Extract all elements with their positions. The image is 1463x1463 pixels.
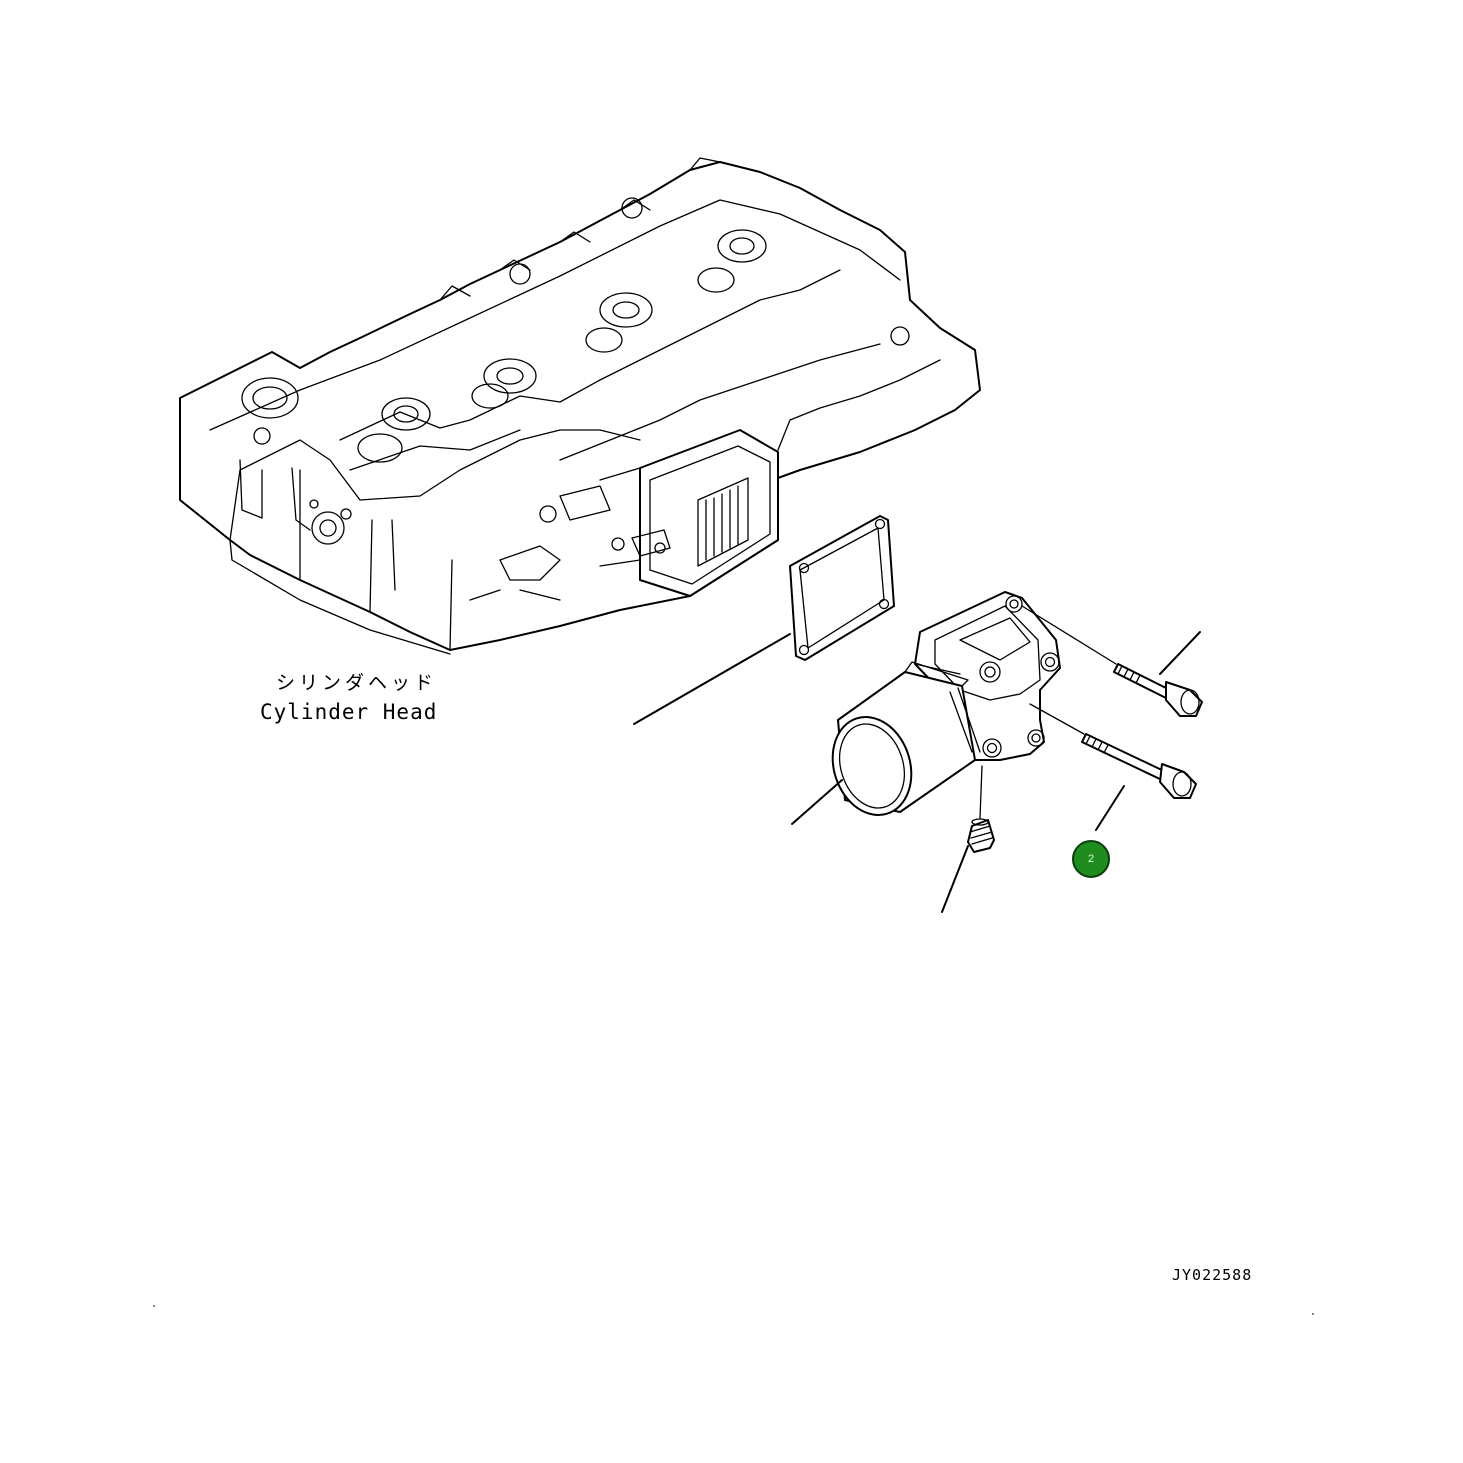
- alignment-lines: [979, 605, 1117, 819]
- cylinder-head-label-en: Cylinder Head: [260, 700, 438, 724]
- cylinder-head-label-jp: シリンダヘッド: [276, 672, 438, 694]
- thermostat-housing-drawing: [831, 591, 1061, 816]
- plug-drawing: [967, 818, 995, 853]
- cylinder-head-drawing: [179, 157, 981, 655]
- bolt-upper-drawing: [1113, 663, 1203, 717]
- corner-mark-left: [153, 1305, 155, 1307]
- callout-number: 2: [1087, 853, 1095, 865]
- corner-mark-right: [1312, 1313, 1314, 1315]
- bolt-lower-drawing: [1081, 733, 1197, 799]
- gasket-drawing: [789, 515, 895, 661]
- leader-lines: [633, 631, 1201, 913]
- part-callout-2[interactable]: 2: [1072, 840, 1110, 878]
- drawing-code: JY022588: [1172, 1266, 1253, 1284]
